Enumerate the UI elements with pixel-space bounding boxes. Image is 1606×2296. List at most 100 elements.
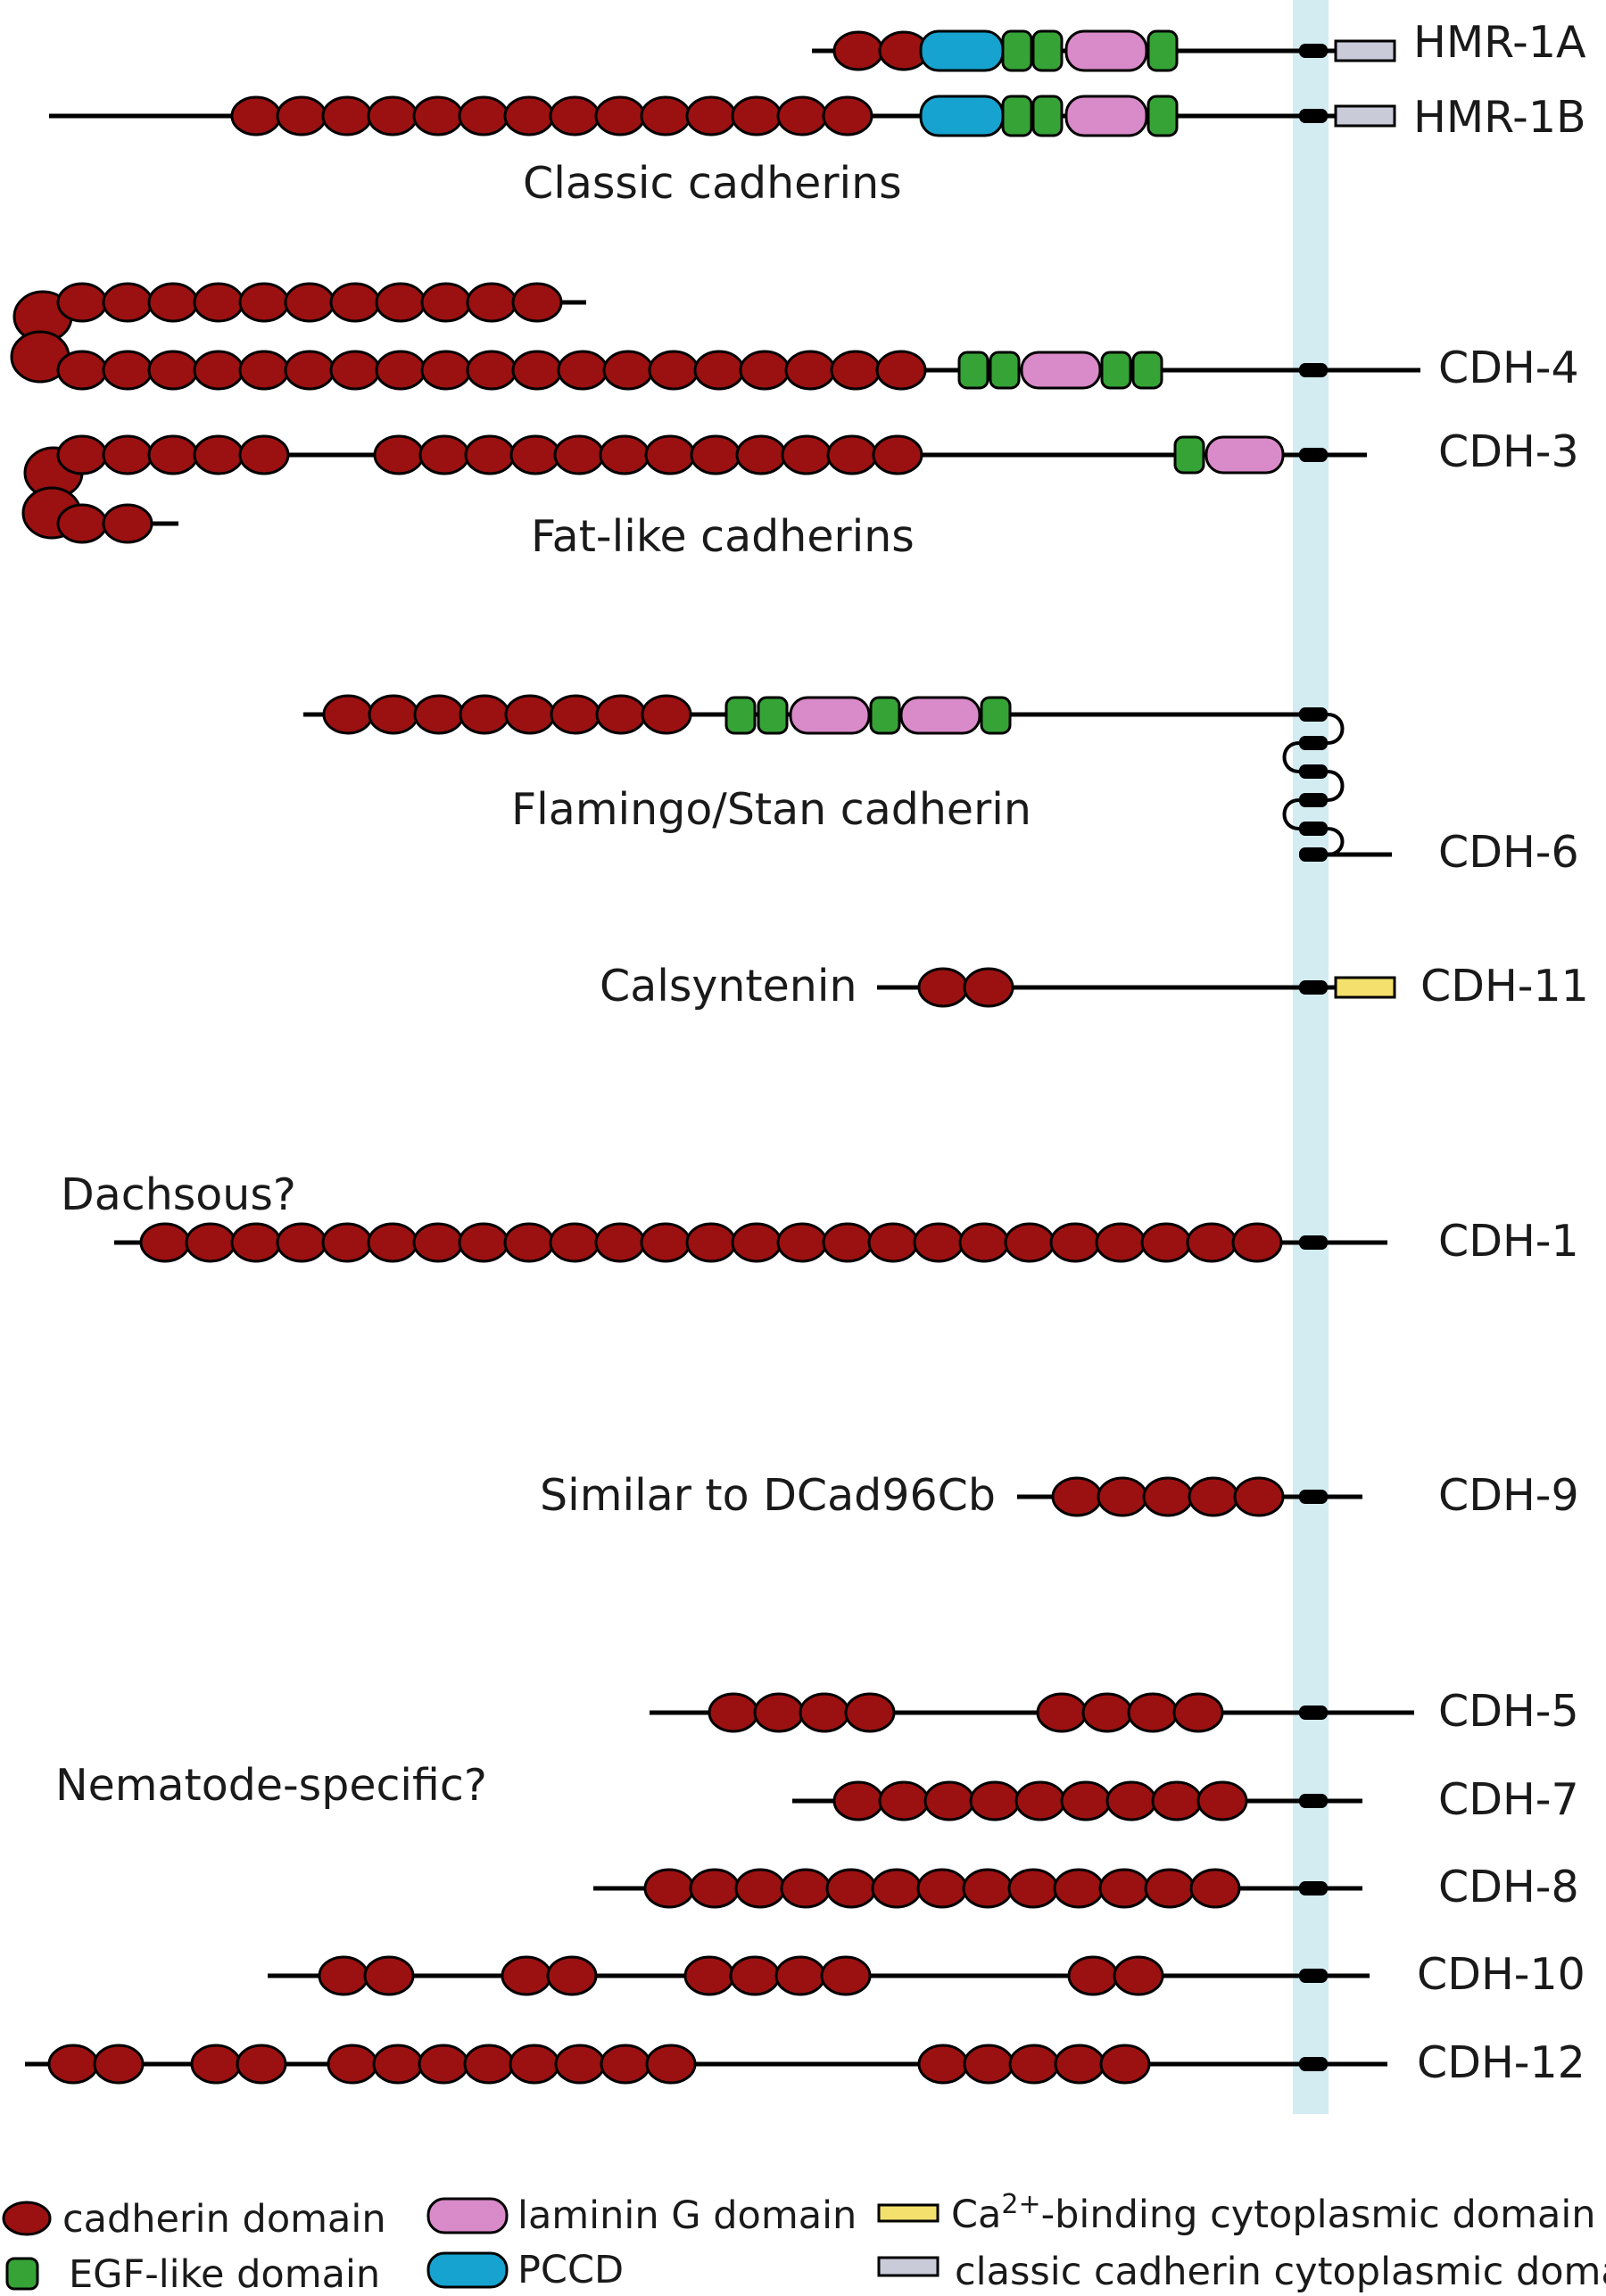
cadherin-domain [917, 967, 969, 1008]
cadherin-domain [238, 434, 290, 475]
cadherin-domain [683, 1955, 735, 1996]
cadherin-domain [1113, 1955, 1164, 1996]
cadherin-domain [822, 95, 873, 136]
cadherin-domain [916, 1868, 968, 1909]
cadherin-domain [640, 95, 691, 136]
cadherin-domain [420, 282, 472, 323]
cadherin-domain [774, 1955, 826, 1996]
group-dcad: Similar to DCad96Cb [540, 1470, 996, 1521]
cadherin-domain [1095, 1222, 1147, 1263]
cadherin-domain [644, 434, 696, 475]
cadherin-domain [367, 95, 418, 136]
tm-segment [1299, 1969, 1328, 1983]
cadherin-domain [553, 434, 605, 475]
cadherin-domain [554, 2044, 606, 2085]
cadherin-domain [640, 1222, 691, 1263]
cadherin-domain [375, 350, 426, 391]
cadherin-domains [47, 30, 1285, 2085]
label-cdh11: CDH-11 [1420, 961, 1589, 1012]
cadherin-domain [820, 1955, 872, 1996]
laminin-domain [899, 696, 981, 735]
cadherin-domain [466, 350, 517, 391]
legend-laminin-swatch [426, 2197, 509, 2234]
cadherin-domain [599, 434, 650, 475]
cadherin-domain [413, 694, 465, 735]
cadherin-domain [1097, 1476, 1148, 1517]
label-cdh5: CDH-5 [1438, 1686, 1579, 1737]
cadherin-domain [1189, 1868, 1241, 1909]
cadherin-domain [511, 350, 563, 391]
group-calsyntenin: Calsyntenin [600, 961, 857, 1012]
cadherin-domain [458, 1222, 509, 1263]
tm-segment [1299, 2057, 1328, 2071]
tm-segment [1299, 363, 1328, 377]
cadherin-domain [93, 2044, 145, 2085]
tm-segment [1299, 44, 1328, 58]
tm-segment [1299, 847, 1328, 862]
cadherin-domain [1004, 1222, 1055, 1263]
group-classic: Classic cadherins [523, 158, 902, 209]
cadherin-domain [1081, 1692, 1133, 1733]
label-cdh10: CDH-10 [1417, 1949, 1585, 2000]
egf-domain [1147, 29, 1179, 72]
egf-domain [757, 696, 789, 735]
cadherin-domain [47, 2044, 99, 2085]
group-flamingo: Flamingo/Stan cadherin [511, 784, 1031, 835]
cadherin-domain [511, 282, 563, 323]
cadherin-domain [236, 2044, 287, 2085]
cadherin-domain [147, 282, 199, 323]
cadherin-domain [1105, 1780, 1157, 1821]
cadherin-domain [372, 2044, 424, 2085]
laminin-domain [1204, 435, 1285, 475]
tm-segment [1299, 736, 1328, 750]
cadherin-domain [329, 282, 381, 323]
label-cdh1: CDH-1 [1438, 1216, 1579, 1267]
legend-ca-swatch [877, 2203, 940, 2223]
cadherin-domain [284, 282, 335, 323]
cadherin-domain [1036, 1692, 1088, 1733]
cadherin-domain [780, 1868, 832, 1909]
cadherin-domain [327, 2044, 378, 2085]
cadherin-domain [463, 2044, 515, 2085]
legend-classic-label: classic cadherin cytoplasmic domain [955, 2250, 1606, 2294]
laminin-domain [1064, 29, 1148, 72]
cadherin-domain [1127, 1692, 1179, 1733]
cadherin-domain [546, 1955, 598, 1996]
seven-pass-tm [1282, 707, 1345, 862]
label-cdh12: CDH-12 [1417, 2037, 1585, 2088]
tm-segment [1299, 1235, 1328, 1250]
cadherin-domain [799, 1692, 850, 1733]
cadherin-domain [504, 694, 556, 735]
cadherin-domain [776, 95, 828, 136]
legend-laminin-label: laminin G domain [517, 2193, 857, 2238]
cadherin-domain [56, 282, 108, 323]
cadherin-domain [917, 2044, 969, 2085]
cadherin-domain [753, 1692, 805, 1733]
legend-pccd-label: PCCD [517, 2248, 624, 2292]
legend-cadherin-swatch [2, 2201, 52, 2236]
cadherin-domain [238, 350, 290, 391]
cadherin-domain [1098, 1868, 1150, 1909]
cadherin-domain [276, 95, 327, 136]
cadherin-domain [375, 282, 426, 323]
label-cdh6: CDH-6 [1438, 827, 1579, 878]
cadherin-domain [594, 95, 646, 136]
cadherin-domain [867, 1222, 919, 1263]
cadherin-domain [193, 434, 244, 475]
tm-segment [1299, 1705, 1328, 1720]
label-cdh9: CDH-9 [1438, 1470, 1579, 1521]
cadherin-domain [466, 282, 517, 323]
egf-domain [980, 696, 1012, 735]
cadherin-domain [1008, 2044, 1060, 2085]
cadherin-domain [832, 1780, 884, 1821]
cadherin-domain [549, 95, 600, 136]
legend-pccd-swatch [426, 2251, 509, 2289]
cadherin-domain [1188, 1476, 1239, 1517]
egf-domain [1147, 95, 1179, 137]
cadherin-domain [147, 434, 199, 475]
cadherin-domain [1196, 1780, 1248, 1821]
legend-ca-label: Ca2+-binding cytoplasmic domain [951, 2189, 1596, 2237]
cadherin-domain [923, 1780, 975, 1821]
egf-domain [1100, 351, 1132, 390]
cadherin-domain [1144, 1868, 1196, 1909]
